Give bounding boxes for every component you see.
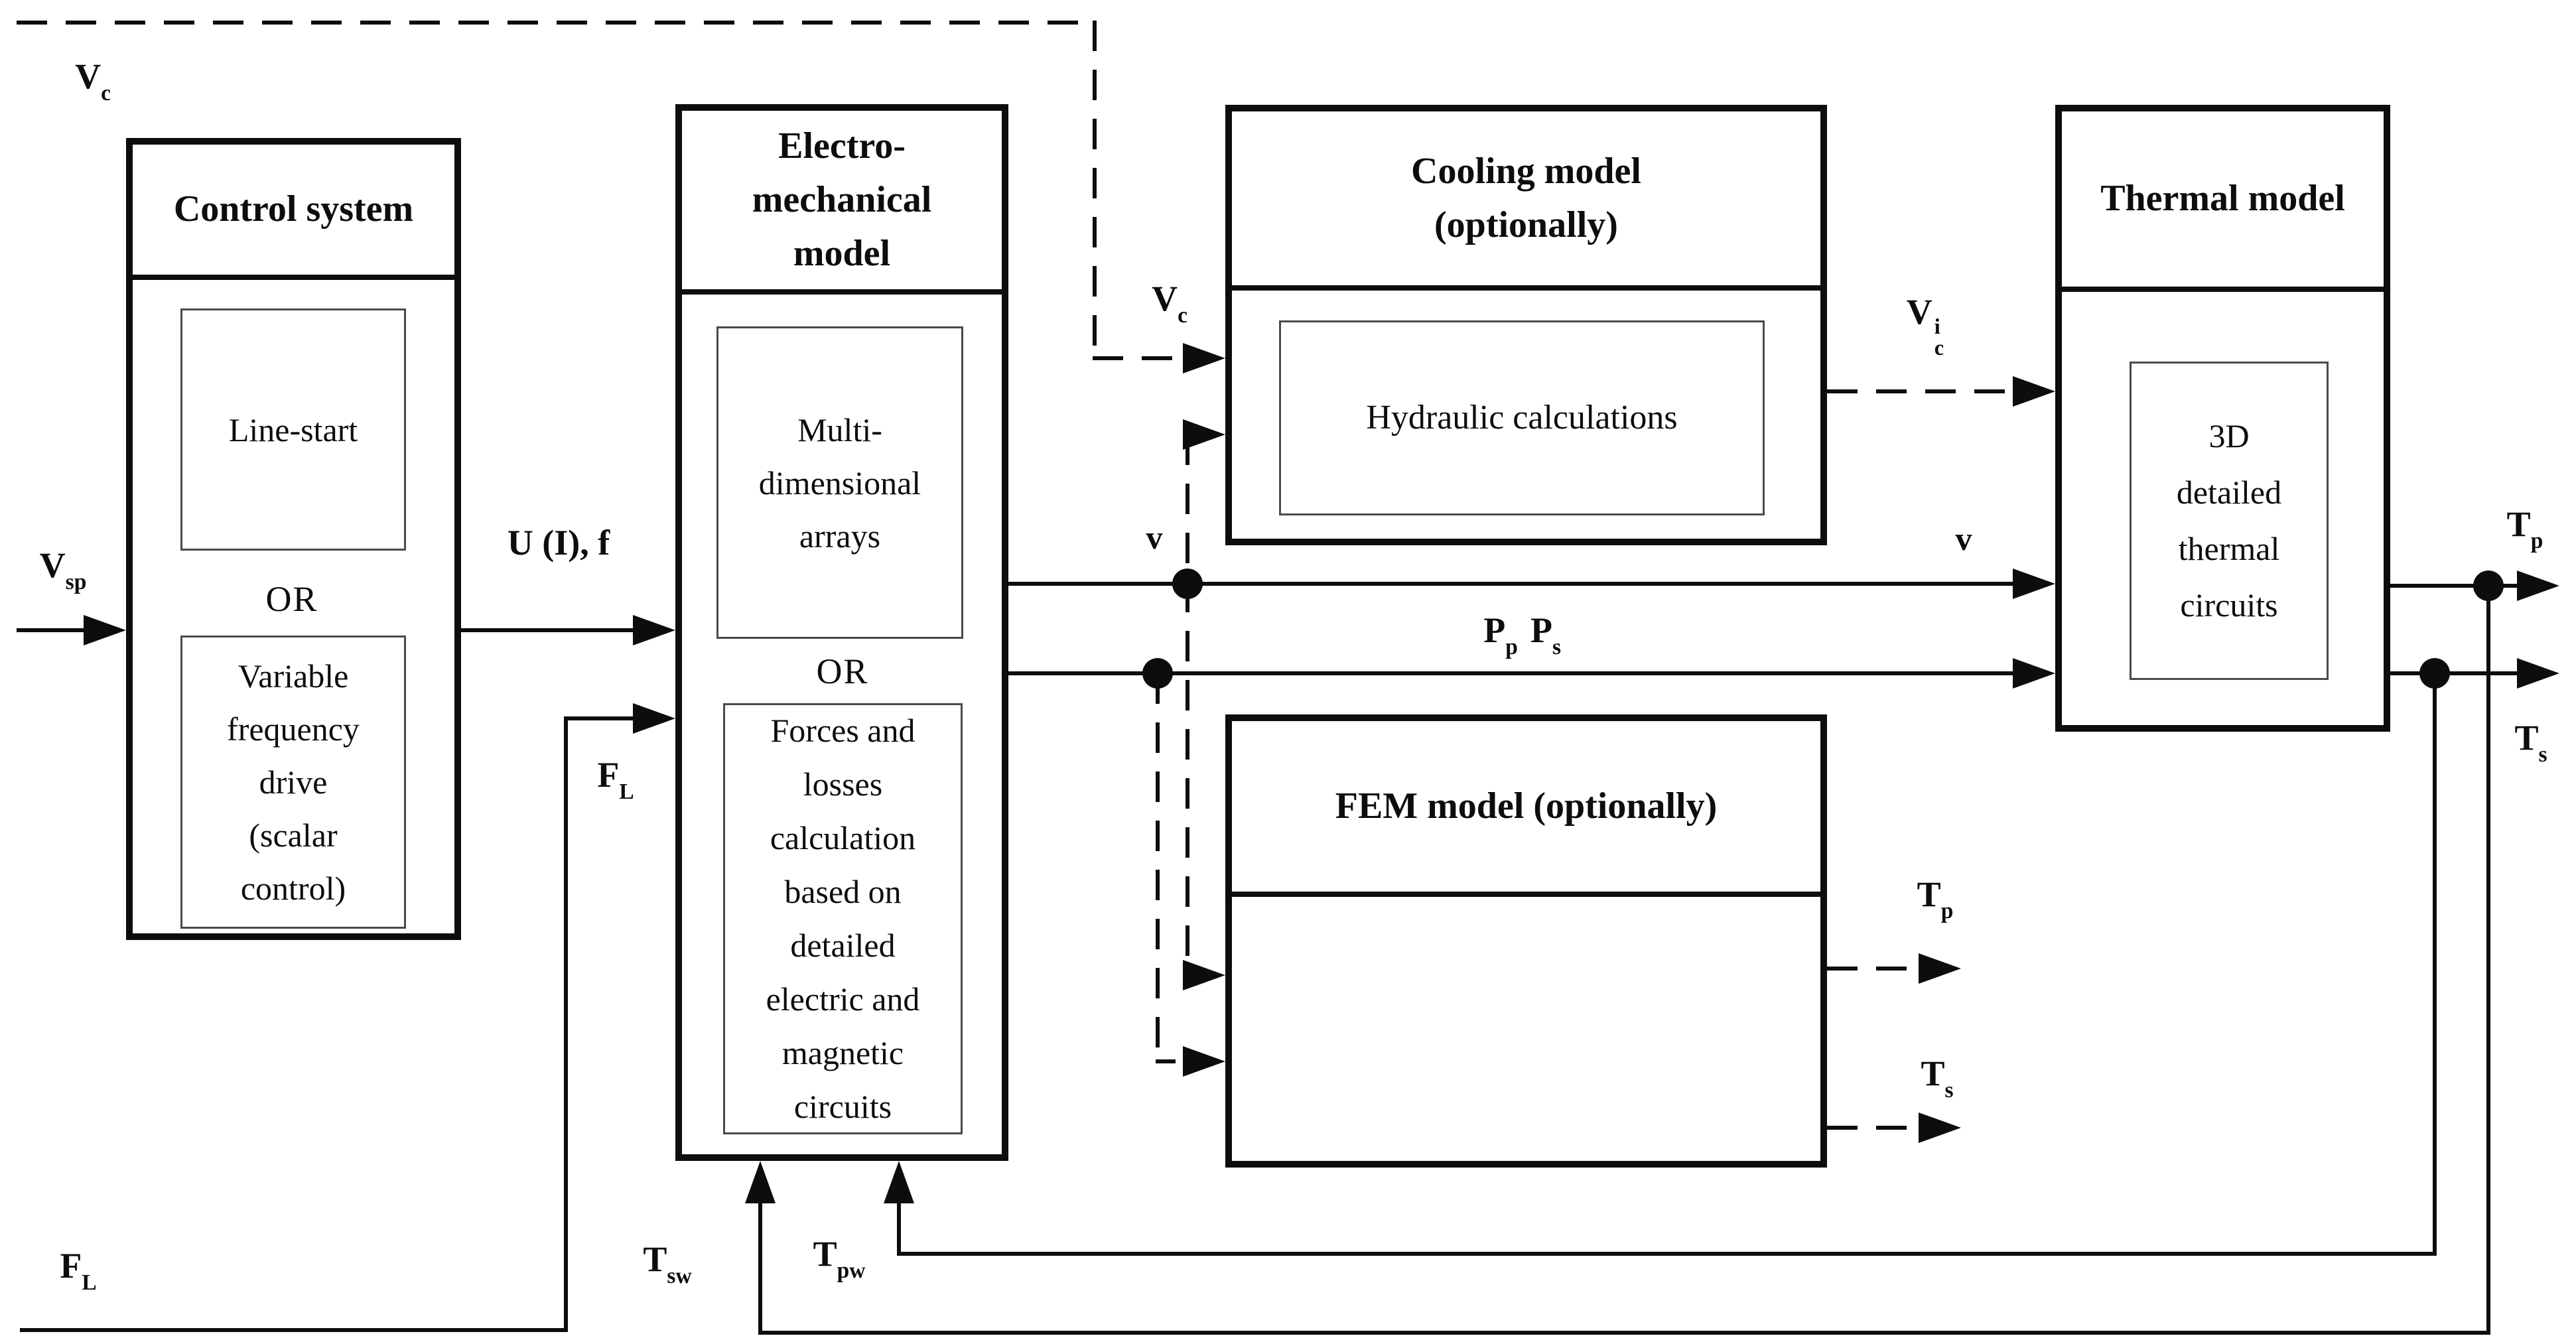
electromechanical-model-title: Electro- mechanical model [682, 111, 1002, 295]
tp-feedback-horizontal [758, 1331, 2490, 1335]
v-arrowhead-icon [2013, 569, 2055, 599]
label-vc-cooling: Vc [1152, 279, 1187, 328]
pp-ps-line [1008, 671, 2013, 675]
vsp-input-line [17, 628, 85, 632]
control-system-title: Control system [133, 145, 454, 280]
em-or-text: OR [816, 651, 869, 691]
p-fem-arrowhead-icon [1183, 1046, 1225, 1077]
label-fem-ts: Ts [1921, 1053, 1954, 1103]
label-ps: Ps [1530, 610, 1562, 659]
variable-frequency-drive-box: Variable frequency drive (scalar control… [180, 636, 406, 929]
label-ts-out: Ts [2514, 718, 2547, 767]
vc-into-cooling-dashed [1093, 356, 1184, 360]
fem-model-title: FEM model (optionally) [1232, 721, 1820, 897]
label-vc-top: Vc [75, 56, 111, 105]
label-tsw: Tsw [643, 1239, 692, 1288]
tsw-arrowhead-icon [745, 1161, 776, 1203]
v-cooling-arrowhead-icon [1183, 419, 1225, 450]
p-branch-dashed-vertical [1156, 673, 1160, 1063]
vc-top-dashed-line [17, 21, 1097, 25]
tp-output-arrowhead-icon [2517, 571, 2559, 601]
label-uif: U (I), f [507, 523, 610, 563]
tpw-vertical-line [897, 1201, 901, 1256]
vc-cooling-arrowhead-icon [1183, 343, 1225, 373]
ts-output-arrowhead-icon [2517, 658, 2559, 689]
pp-ps-arrowhead-icon [2013, 658, 2055, 689]
label-fl-bottom: FL [60, 1246, 97, 1295]
label-vsp: Vsp [39, 545, 87, 594]
tp-feedback-vertical [2486, 586, 2490, 1335]
fem-tp-arrowhead-icon [1919, 953, 1961, 984]
label-v-tap: v [1146, 519, 1163, 556]
tp-output-line [2390, 584, 2518, 588]
fem-ts-dashed-line [1827, 1126, 1920, 1130]
vci-dashed-line [1827, 389, 2014, 393]
p-into-fem-segment [1156, 1059, 1176, 1063]
label-fem-tp: Tp [1917, 874, 1954, 923]
v-line [1008, 582, 2013, 586]
v-branch-dashed-vertical [1186, 435, 1189, 977]
label-tpw: Tpw [813, 1234, 866, 1283]
fl-bottom-line [20, 1328, 568, 1332]
ts-output-line [2390, 671, 2518, 675]
fem-ts-arrowhead-icon [1919, 1112, 1961, 1143]
uif-arrowhead-icon [633, 615, 675, 645]
label-fl-input: FL [597, 755, 634, 804]
ts-feedback-vertical [2433, 673, 2437, 1256]
vc-vertical-dashed-line [1093, 21, 1097, 356]
hydraulic-calculations-box: Hydraulic calculations [1279, 320, 1765, 515]
fl-arrowhead-icon [633, 703, 675, 734]
v-fem-arrowhead-icon [1183, 960, 1225, 990]
fl-into-em-line [564, 716, 634, 720]
label-pp: Pp [1483, 610, 1518, 659]
ts-feedback-horizontal [897, 1252, 2437, 1256]
cooling-model-title: Cooling model (optionally) [1232, 111, 1820, 291]
label-v-thermal: v [1955, 520, 1972, 557]
fem-tp-dashed-line [1827, 967, 1920, 971]
label-tp-out: Tp [2506, 504, 2543, 553]
vci-arrowhead-icon [2013, 376, 2055, 407]
fem-model-block: FEM model (optionally) [1225, 714, 1827, 1168]
thermal-model-title: Thermal model [2062, 111, 2384, 292]
control-or-text: OR [265, 579, 318, 619]
multidimensional-arrays-box: Multi- dimensional arrays [716, 326, 963, 639]
vsp-arrowhead-icon [84, 615, 126, 645]
forces-losses-box: Forces and losses calculation based on d… [723, 703, 963, 1134]
fl-vertical-line [564, 716, 568, 1330]
uif-line [461, 628, 634, 632]
thermal-circuits-box: 3D detailed thermal circuits [2130, 362, 2329, 680]
tsw-vertical-line [758, 1201, 762, 1335]
tpw-arrowhead-icon [884, 1161, 914, 1203]
line-start-box: Line-start [180, 308, 406, 551]
